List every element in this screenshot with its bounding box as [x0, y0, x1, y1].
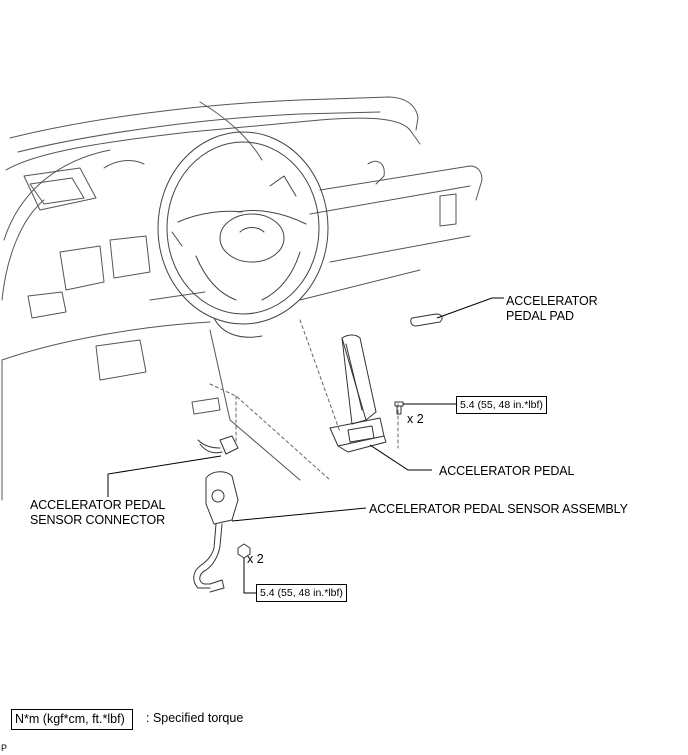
dashboard-outline — [1, 96, 483, 501]
pedal-label: ACCELERATOR PEDAL — [439, 464, 575, 478]
leader-lines — [107, 297, 504, 594]
sensor-assembly-label: ACCELERATOR PEDAL SENSOR ASSEMBLY — [369, 502, 628, 516]
steering-wheel — [157, 131, 329, 338]
connector-part — [197, 435, 239, 455]
sensor-torque-box: 5.4 (55, 48 in.*lbf) — [256, 584, 347, 602]
pedal-pad-label-line-1: ACCELERATOR — [506, 294, 598, 308]
sensor-connector-label: ACCELERATOR PEDAL SENSOR CONNECTOR — [30, 498, 165, 528]
pedal-bolt-part — [394, 401, 404, 415]
pedal-bolt-quantity: x 2 — [407, 412, 424, 426]
sensor-connector-label-line-2: SENSOR CONNECTOR — [30, 513, 165, 527]
pedal-torque-box: 5.4 (55, 48 in.*lbf) — [456, 396, 547, 414]
sensor-nut-quantity: x 2 — [247, 552, 264, 566]
legend-description: : Specified torque — [146, 711, 244, 725]
legend-unit-box: N*m (kgf*cm, ft.*lbf) — [11, 709, 133, 730]
pedal-pad-part — [410, 313, 443, 327]
sensor-nut-part — [237, 543, 251, 559]
sensor-connector-label-line-1: ACCELERATOR PEDAL — [30, 498, 166, 512]
accelerator-pedal-part — [329, 334, 387, 453]
pedal-pad-label-line-2: PEDAL PAD — [506, 309, 574, 323]
corner-mark: P — [1, 743, 8, 753]
sensor-assembly-part — [193, 471, 239, 593]
reference-lines — [209, 319, 399, 481]
pedal-pad-label: ACCELERATOR PEDAL PAD — [506, 294, 598, 324]
